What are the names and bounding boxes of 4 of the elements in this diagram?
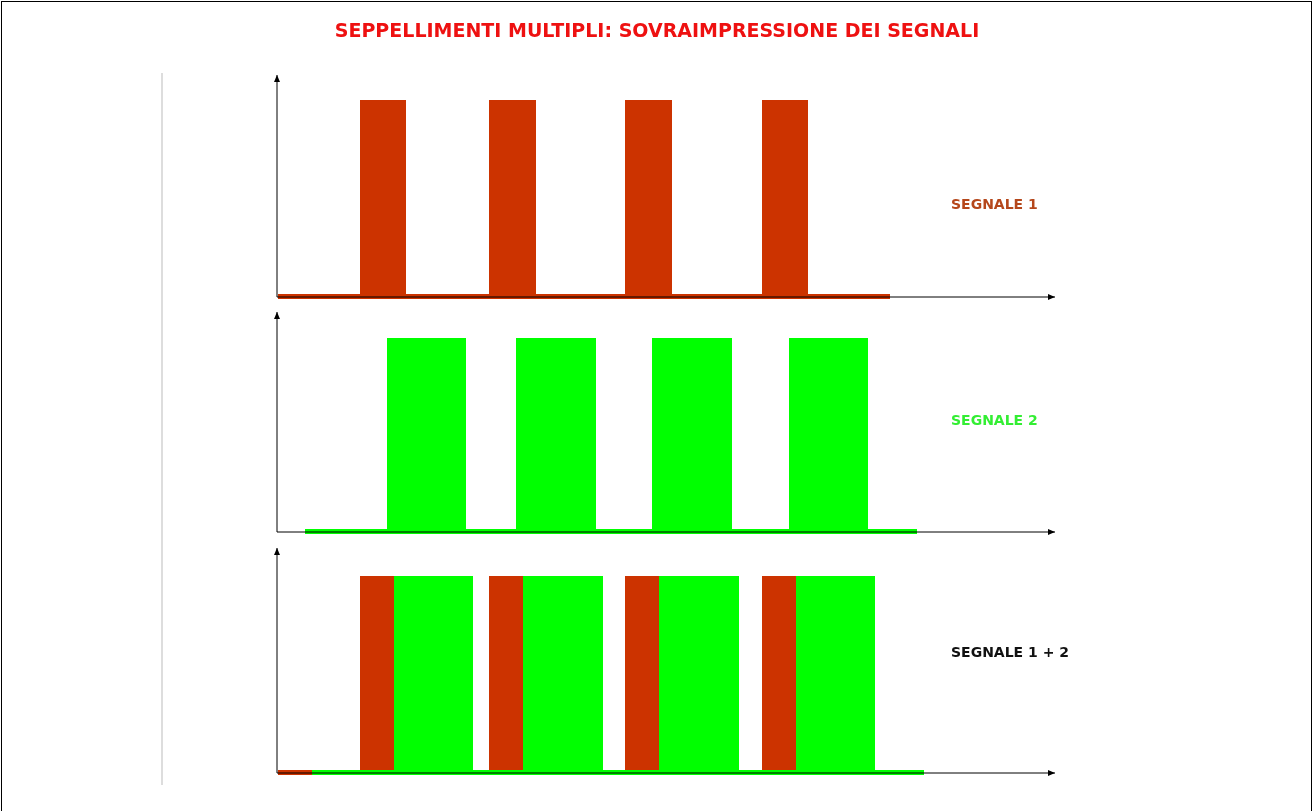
title: SEPPELLIMENTI MULTIPLI: SOVRAIMPRESSIONE DEI SEGNALI: [333, 19, 981, 41]
signal-label: SEGNALE 1: [951, 196, 1038, 212]
signal-label: SEGNALE 2: [951, 412, 1038, 428]
signal-label: SEGNALE 1 + 2: [951, 644, 1069, 660]
